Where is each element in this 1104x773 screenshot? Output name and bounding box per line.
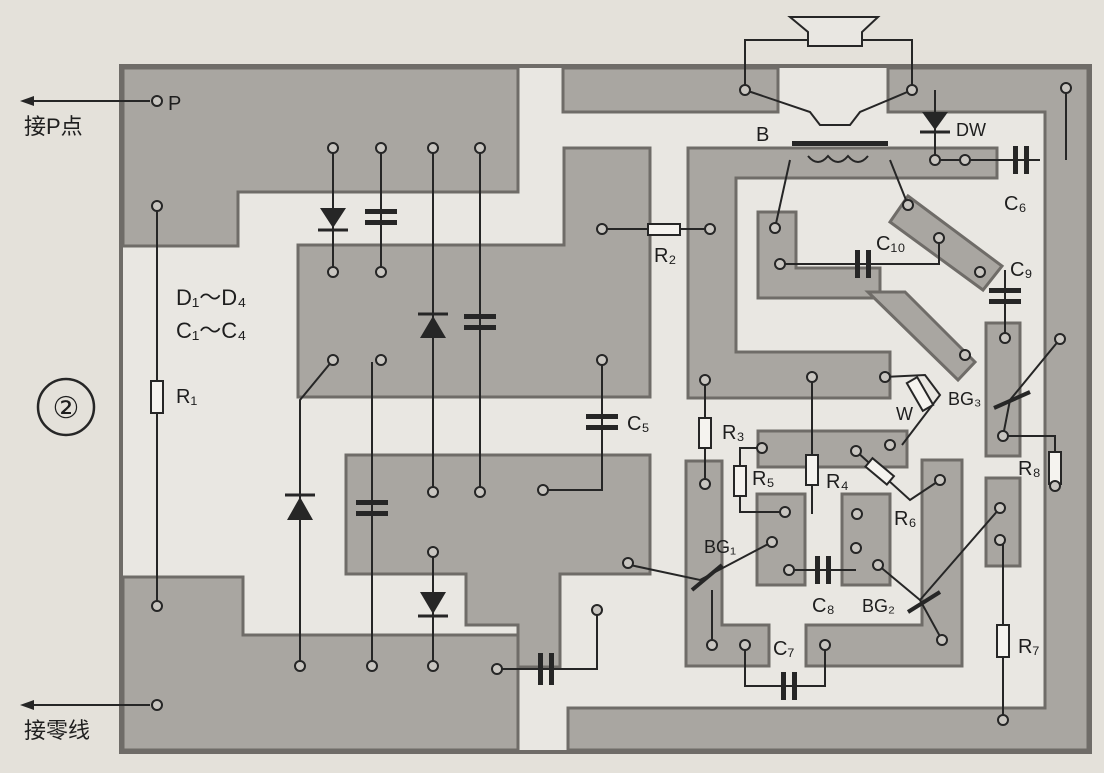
transformer-coil bbox=[807, 154, 869, 163]
pad-r8 bbox=[984, 476, 1022, 568]
label-c9: C₉ bbox=[1010, 259, 1032, 281]
pad-center-upper bbox=[296, 146, 652, 399]
c10-lead bbox=[780, 240, 940, 265]
pad-r2-right bbox=[756, 210, 882, 300]
pad-r3-bar bbox=[756, 429, 909, 469]
pad-bottom-left bbox=[121, 575, 520, 752]
diode-dw bbox=[920, 112, 950, 134]
r4-body bbox=[805, 454, 819, 486]
label-p-point: 接P点 bbox=[24, 114, 83, 139]
label-capacitors: C₁～C₄ bbox=[176, 318, 246, 343]
cap-c7 bbox=[781, 672, 797, 700]
d3-lead bbox=[299, 359, 334, 666]
label-bg2: BG₂ bbox=[862, 596, 895, 616]
labels: ② 接P点 接零线 P D₁～D₄ C₁～C₄ R₁ R₂ R₃ R₄ R₅ R… bbox=[24, 93, 1041, 743]
label-c7: C₇ bbox=[773, 638, 794, 660]
label-c10: C₁₀ bbox=[876, 233, 906, 255]
r6-body bbox=[864, 456, 896, 487]
trans-lead-2 bbox=[889, 159, 909, 206]
r2-body bbox=[647, 223, 681, 236]
pad-r5 bbox=[755, 492, 807, 587]
speaker-icon bbox=[787, 16, 881, 47]
cap-c3 bbox=[356, 500, 388, 516]
r7-body bbox=[996, 624, 1010, 658]
cap-c8 bbox=[815, 556, 831, 584]
w-body bbox=[905, 375, 935, 413]
pad-top-left bbox=[121, 66, 520, 248]
label-b: B bbox=[756, 124, 769, 146]
diode-d4 bbox=[418, 592, 448, 618]
cap-c2 bbox=[464, 314, 496, 330]
r5-body bbox=[733, 465, 747, 497]
label-c8: C₈ bbox=[812, 595, 835, 617]
connection-arrows bbox=[20, 96, 150, 710]
copper-pads bbox=[121, 66, 1090, 752]
pad-bg1 bbox=[684, 459, 771, 668]
label-dw: DW bbox=[956, 120, 986, 140]
figure-number: ② bbox=[53, 392, 80, 425]
figure-number-circle bbox=[36, 377, 96, 437]
label-c6: C₆ bbox=[1004, 193, 1027, 215]
pad-bg3 bbox=[984, 321, 1022, 458]
bg3-bar bbox=[993, 390, 1031, 410]
c5-lead bbox=[543, 362, 603, 491]
bg1-bar bbox=[690, 563, 724, 592]
pad-c9-diag bbox=[887, 193, 1005, 293]
pad-middle-c bbox=[686, 146, 999, 400]
label-w: W bbox=[896, 404, 913, 424]
pad-bg2-c8 bbox=[840, 492, 892, 587]
bottom-cap-lead bbox=[497, 610, 598, 670]
label-r7: R₇ bbox=[1018, 636, 1039, 658]
transformer-primary bbox=[744, 89, 913, 126]
label-bg3: BG₃ bbox=[948, 389, 981, 409]
cap-c5 bbox=[586, 414, 618, 430]
diode-d3 bbox=[285, 493, 315, 520]
pad-bg3-diag bbox=[864, 290, 978, 383]
r3-body bbox=[698, 417, 712, 449]
solder-holes bbox=[151, 82, 1072, 726]
bg2-lead-2 bbox=[919, 507, 1001, 601]
label-r8: R₈ bbox=[1018, 458, 1041, 480]
label-r2: R₂ bbox=[654, 245, 676, 267]
label-p: P bbox=[168, 93, 181, 115]
bg2-bar bbox=[906, 590, 942, 614]
cap-bottom bbox=[538, 653, 554, 685]
label-r1: R₁ bbox=[176, 386, 197, 408]
transformer-core bbox=[792, 141, 888, 146]
pad-bg2 bbox=[804, 458, 964, 668]
label-r4: R₄ bbox=[826, 471, 849, 493]
cap-c1 bbox=[365, 209, 397, 225]
bg1-lead bbox=[629, 541, 773, 582]
label-bg1: BG₁ bbox=[704, 537, 736, 557]
label-r5: R₅ bbox=[752, 468, 775, 490]
diode-d2 bbox=[418, 312, 448, 338]
cap-c9 bbox=[989, 288, 1021, 304]
w-lead bbox=[884, 373, 942, 446]
trans-lead-1 bbox=[774, 159, 791, 229]
pad-top-strip bbox=[561, 66, 780, 114]
cap-c6 bbox=[1013, 146, 1029, 174]
label-c5: C₅ bbox=[627, 413, 650, 435]
cap-c10 bbox=[855, 250, 871, 278]
label-neutral: 接零线 bbox=[24, 718, 90, 743]
r1-body bbox=[150, 380, 164, 414]
label-diodes: D₁～D₄ bbox=[176, 285, 246, 310]
label-r6: R₆ bbox=[894, 508, 917, 530]
diode-d1 bbox=[318, 208, 348, 232]
label-r3: R₃ bbox=[722, 422, 745, 444]
r8-body bbox=[1048, 451, 1062, 485]
components bbox=[150, 16, 1062, 700]
